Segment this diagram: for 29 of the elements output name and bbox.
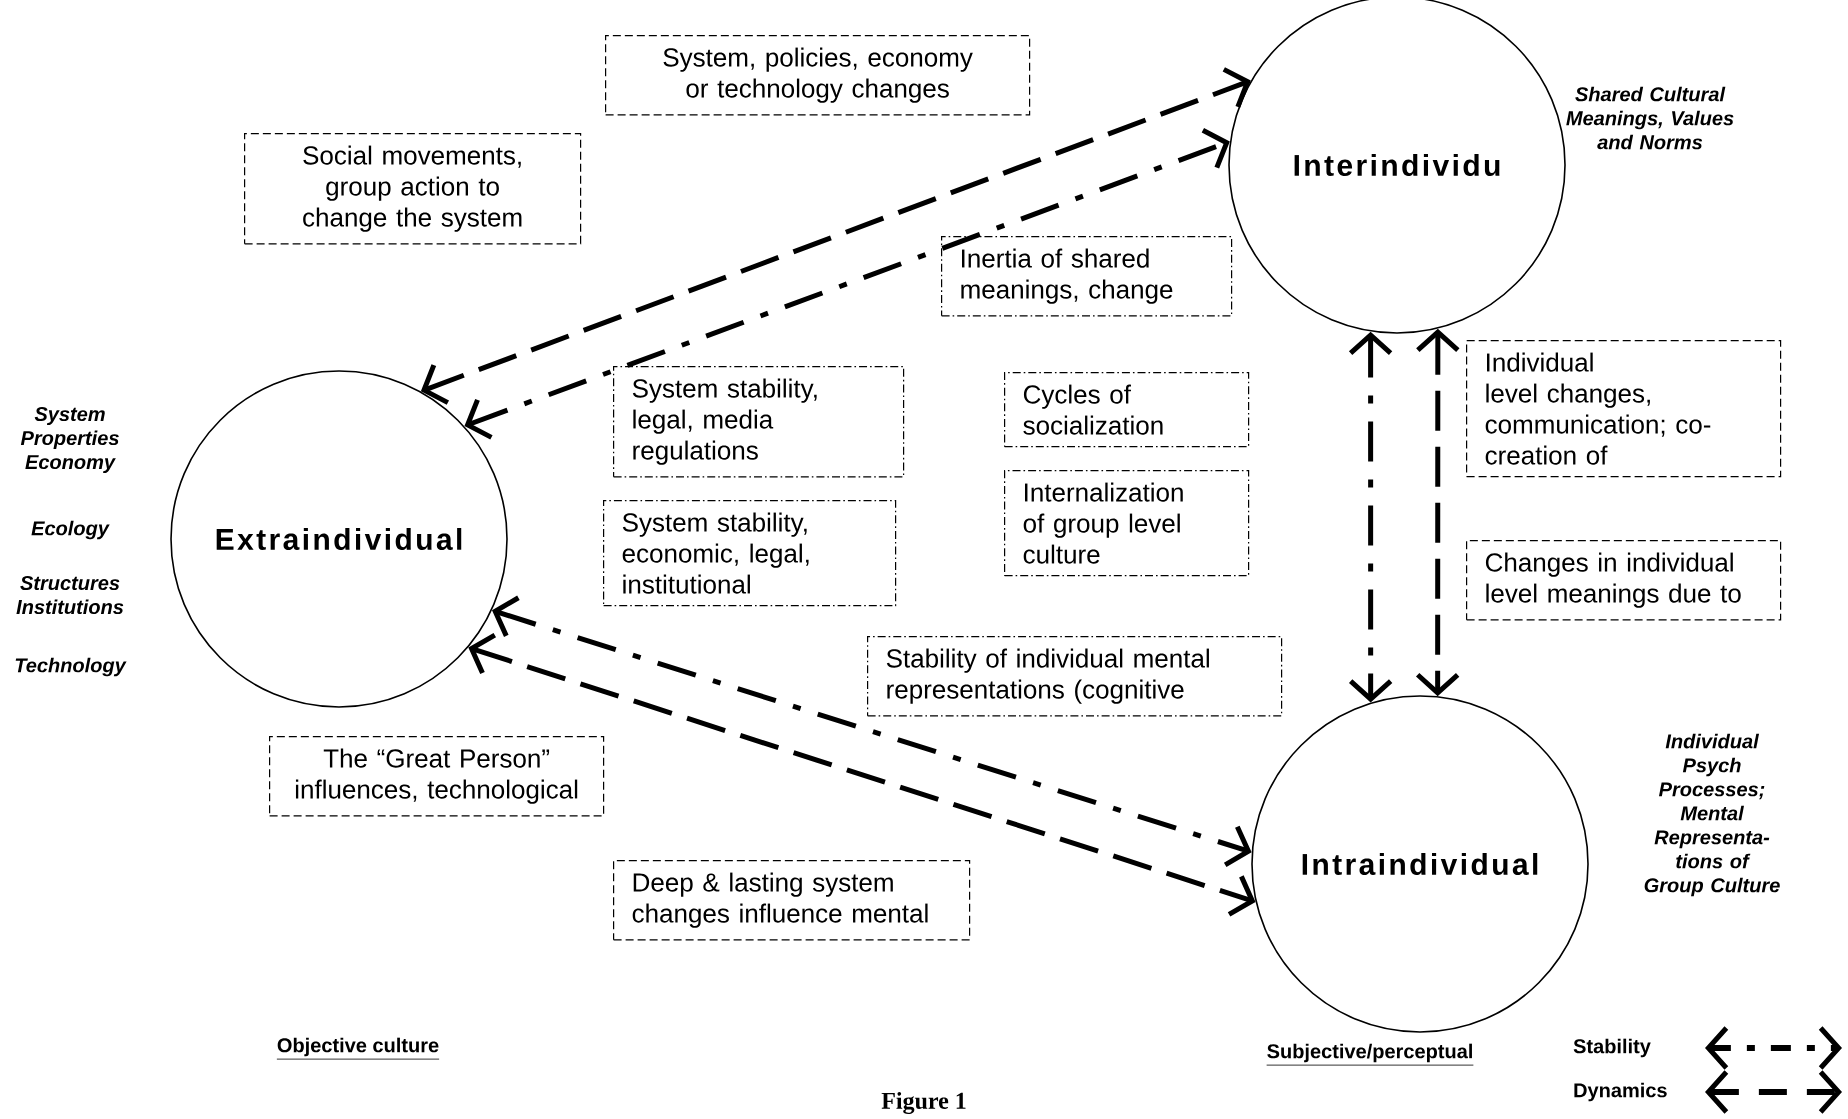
arrow xyxy=(420,67,1251,405)
arrow xyxy=(468,632,1256,917)
text-box: Individual level changes, communication; co-creation of xyxy=(1466,340,1782,478)
side-note: Shared Cultural Meanings, Values and Norms xyxy=(1566,86,1734,150)
text-box: System stability, economic, legal, institutional xyxy=(603,500,897,607)
caption: Figure 1 xyxy=(881,1092,966,1114)
side-note: Structures Institutions xyxy=(16,575,124,615)
text-box: System stability, legal, media regulations xyxy=(613,366,905,478)
side-note: Ecology xyxy=(31,520,110,540)
side-note: Technology xyxy=(15,657,127,677)
section-label: Objective culture xyxy=(276,1037,440,1060)
legend-label: Stability xyxy=(1573,1038,1651,1058)
text-box: Cycles of socialization xyxy=(1004,372,1250,448)
text-box: The “Great Person” influences, technological xyxy=(269,736,605,817)
text-box: Internalization of group level culture xyxy=(1004,470,1250,577)
arrow xyxy=(1416,328,1460,697)
text-box: Social movements, group action to change the system xyxy=(244,133,582,245)
arrow xyxy=(492,595,1252,867)
text-box: Stability of individual mental representations (cognitive xyxy=(867,636,1283,717)
text-box: System, policies, economy or technology changes xyxy=(605,35,1031,116)
text-box: Changes in individual level meanings due to xyxy=(1466,540,1782,621)
arrow xyxy=(464,128,1230,440)
section-label: Subjective/perceptual xyxy=(1266,1043,1474,1066)
side-note: Individual Psych Processes; Mental Representa- tions of Group Culture xyxy=(1644,733,1780,897)
legend-label: Dynamics xyxy=(1574,1082,1667,1102)
text-box: Inertia of shared meanings, change xyxy=(941,236,1233,317)
text-box: Deep & lasting system changes influence mental xyxy=(613,860,971,941)
arrow xyxy=(1348,331,1393,703)
side-note: System Properties Economy xyxy=(20,406,119,474)
